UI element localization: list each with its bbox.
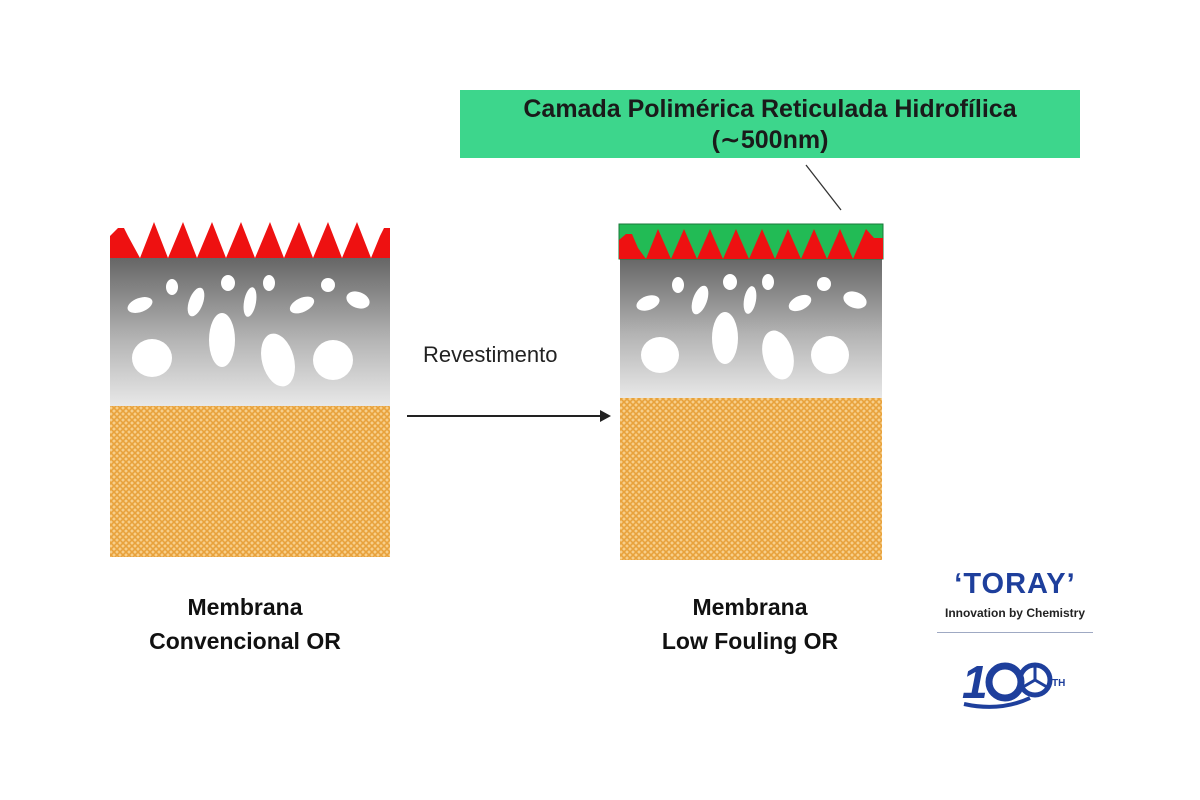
caption-line: Membrana [692,594,808,620]
conventional-membrane [110,222,390,557]
caption-line: Low Fouling OR [661,628,839,654]
polyamide-skin-layer [110,222,390,258]
coating-label-box: Camada Polimérica Reticulada Hidrofílica… [460,90,1080,158]
logo-tagline: Innovation by Chemistry [944,606,1086,620]
caption-line: Convencional OR [149,628,341,654]
caption-line: Membrana [187,594,303,620]
pores [636,274,867,380]
porous-support-layer [110,258,390,406]
coating-label-title: Camada Polimérica Reticulada Hidrofílica [523,95,1017,123]
porous-support-layer [620,258,882,398]
logo-divider [937,632,1093,633]
leader-line [805,164,842,211]
conventional-membrane-caption: Membrana Convencional OR [95,590,395,658]
pores [127,275,370,387]
anniversary-emblem: 1 TH [962,656,1065,709]
low-fouling-membrane-caption: Membrana Low Fouling OR [600,590,900,658]
low-fouling-membrane [618,223,884,560]
polyamide-skin-layer [619,229,883,259]
logo-brand: ʻTORAYʼ [954,568,1076,600]
svg-text:1: 1 [962,656,988,708]
support-fabric-layer [620,398,882,560]
coating-label-thickness: (∼500nm) [711,126,829,154]
process-label: Revestimento [423,342,558,367]
anniversary-suffix: TH [1052,678,1065,689]
toray-logo: ʻTORAYʼ Innovation by Chemistry 1 TH [935,568,1095,718]
support-fabric-layer [110,405,390,557]
process-arrow [407,410,611,422]
